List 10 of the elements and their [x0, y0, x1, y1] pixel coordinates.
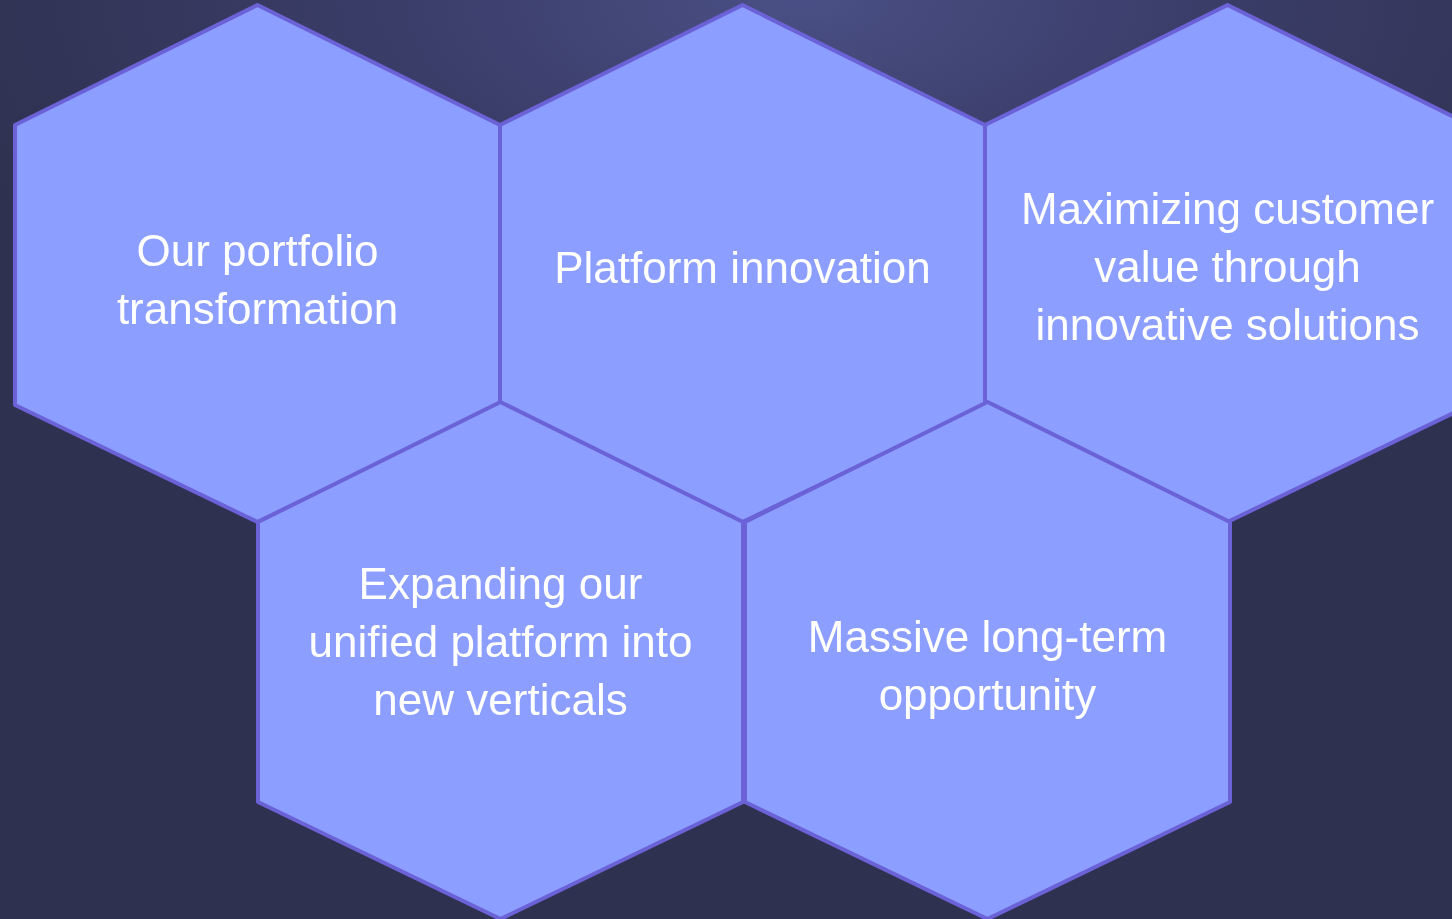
hexagon-node	[258, 402, 743, 919]
hexagon-label: Platform innovation	[553, 242, 932, 294]
hexagon-node	[745, 402, 1230, 919]
hexagon-node	[985, 5, 1452, 522]
hexagon-label: Maximizing customer value through innovative solutions	[1019, 183, 1436, 351]
hexagon-node	[15, 5, 500, 522]
hexagon-node	[500, 5, 985, 522]
hexagon-label: Expanding our unified platform into new verticals	[307, 558, 694, 726]
hexagon-label: Our portfolio transformation	[115, 225, 400, 335]
hexagon-label: Massive long-term opportunity	[806, 611, 1169, 721]
